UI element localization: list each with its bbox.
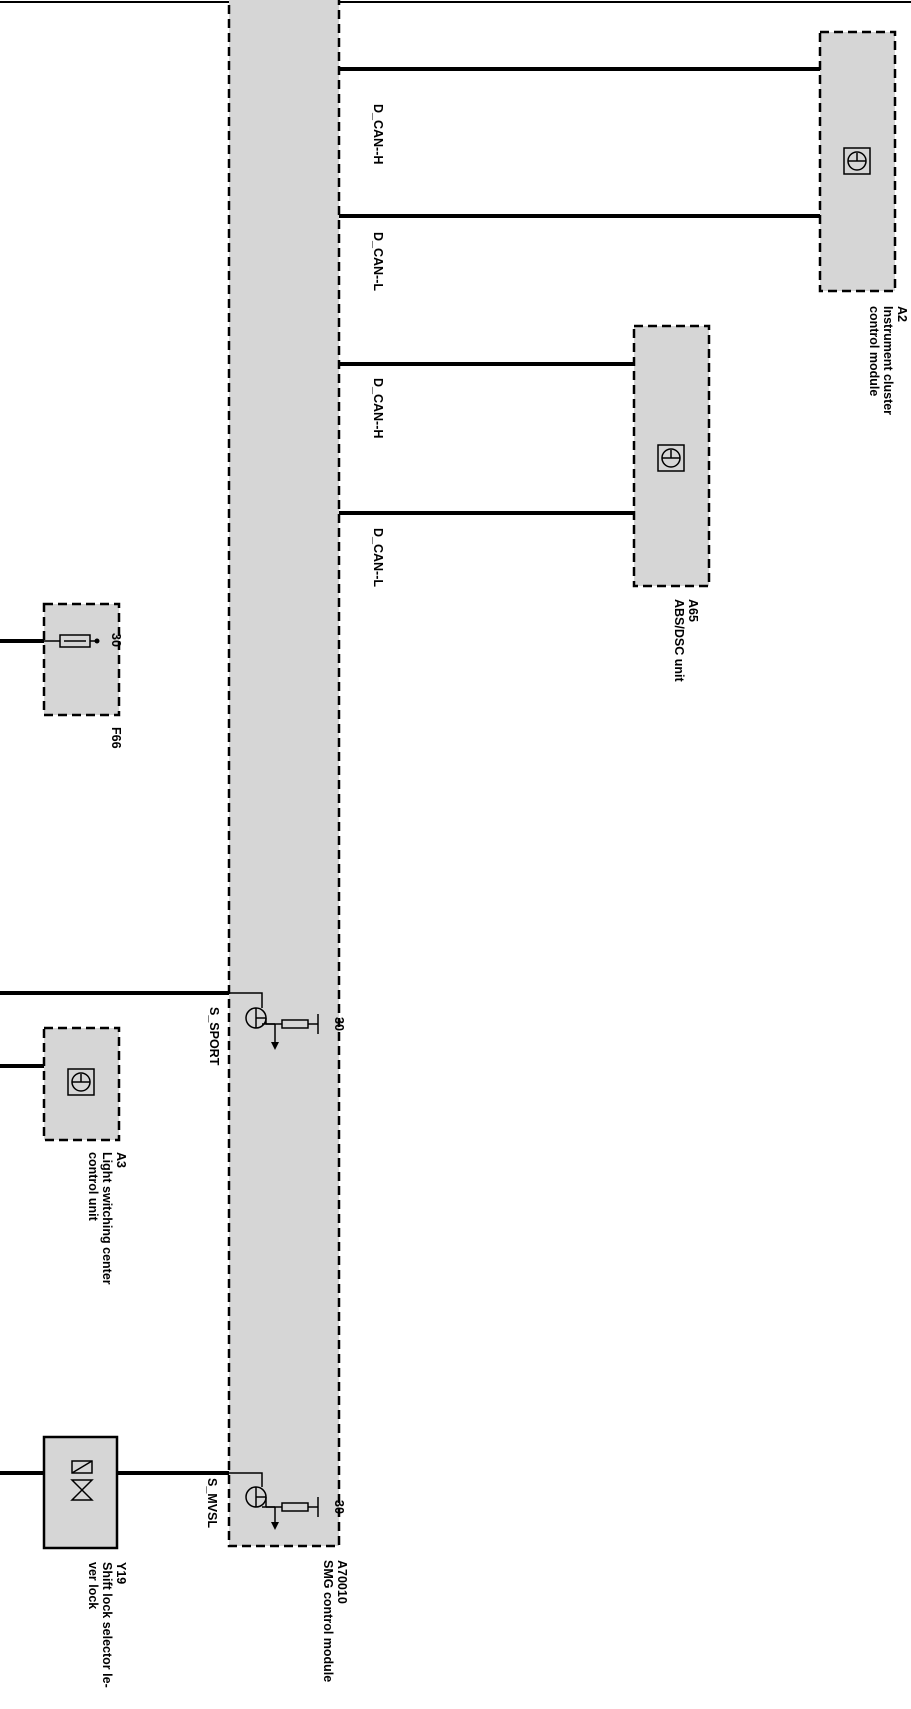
smg-control-module-box: [227, 0, 341, 1548]
label-d-can-l-a65: D_CAN--L: [371, 528, 385, 587]
control-unit-icon-a65: [657, 444, 685, 472]
a70010-code: A70010: [335, 1560, 349, 1604]
a2-name-line2: control module: [867, 306, 881, 396]
a3-code: A3: [114, 1152, 128, 1168]
f66-code: F66: [109, 727, 123, 749]
y19-name-line1: Shift lock selector le-: [100, 1562, 114, 1688]
a3-name-line2: control unit: [86, 1152, 100, 1222]
label-d-can-l-a2: D_CAN--L: [371, 232, 385, 291]
light-switching-center-box: [42, 1026, 121, 1142]
a3-name-line1: Light switching center: [100, 1152, 114, 1285]
a2-name-line1: Instrument cluster: [881, 306, 895, 415]
y19-name-line2: ver lock: [86, 1562, 100, 1609]
s-mvsl-pin-30: 30: [332, 1500, 346, 1514]
label-s-mvsl: S_MVSL: [205, 1478, 219, 1528]
a65-code: A65: [686, 599, 700, 622]
label-s-sport: S_SPORT: [207, 1007, 221, 1066]
solenoid-valve-icon: [70, 1460, 94, 1501]
transistor-s-mvsl-icon: [229, 1472, 319, 1530]
fuse-icon: [44, 634, 100, 648]
fuse-f66-box: [42, 602, 121, 717]
label-d-can-h-a2: D_CAN--H: [371, 104, 385, 164]
control-unit-icon-a2: [843, 147, 871, 175]
f66-pin-30: 30: [109, 633, 123, 647]
a70010-name-line1: SMG control module: [321, 1560, 335, 1682]
label-d-can-h-a65: D_CAN--H: [371, 378, 385, 438]
y19-code: Y19: [114, 1562, 128, 1584]
a65-name-line1: ABS/DSC unit: [672, 599, 686, 682]
transistor-s-sport-icon: [229, 992, 319, 1050]
control-unit-icon-a3: [67, 1068, 95, 1096]
s-sport-pin-30: 30: [332, 1017, 346, 1031]
a2-code: A2: [895, 306, 909, 322]
